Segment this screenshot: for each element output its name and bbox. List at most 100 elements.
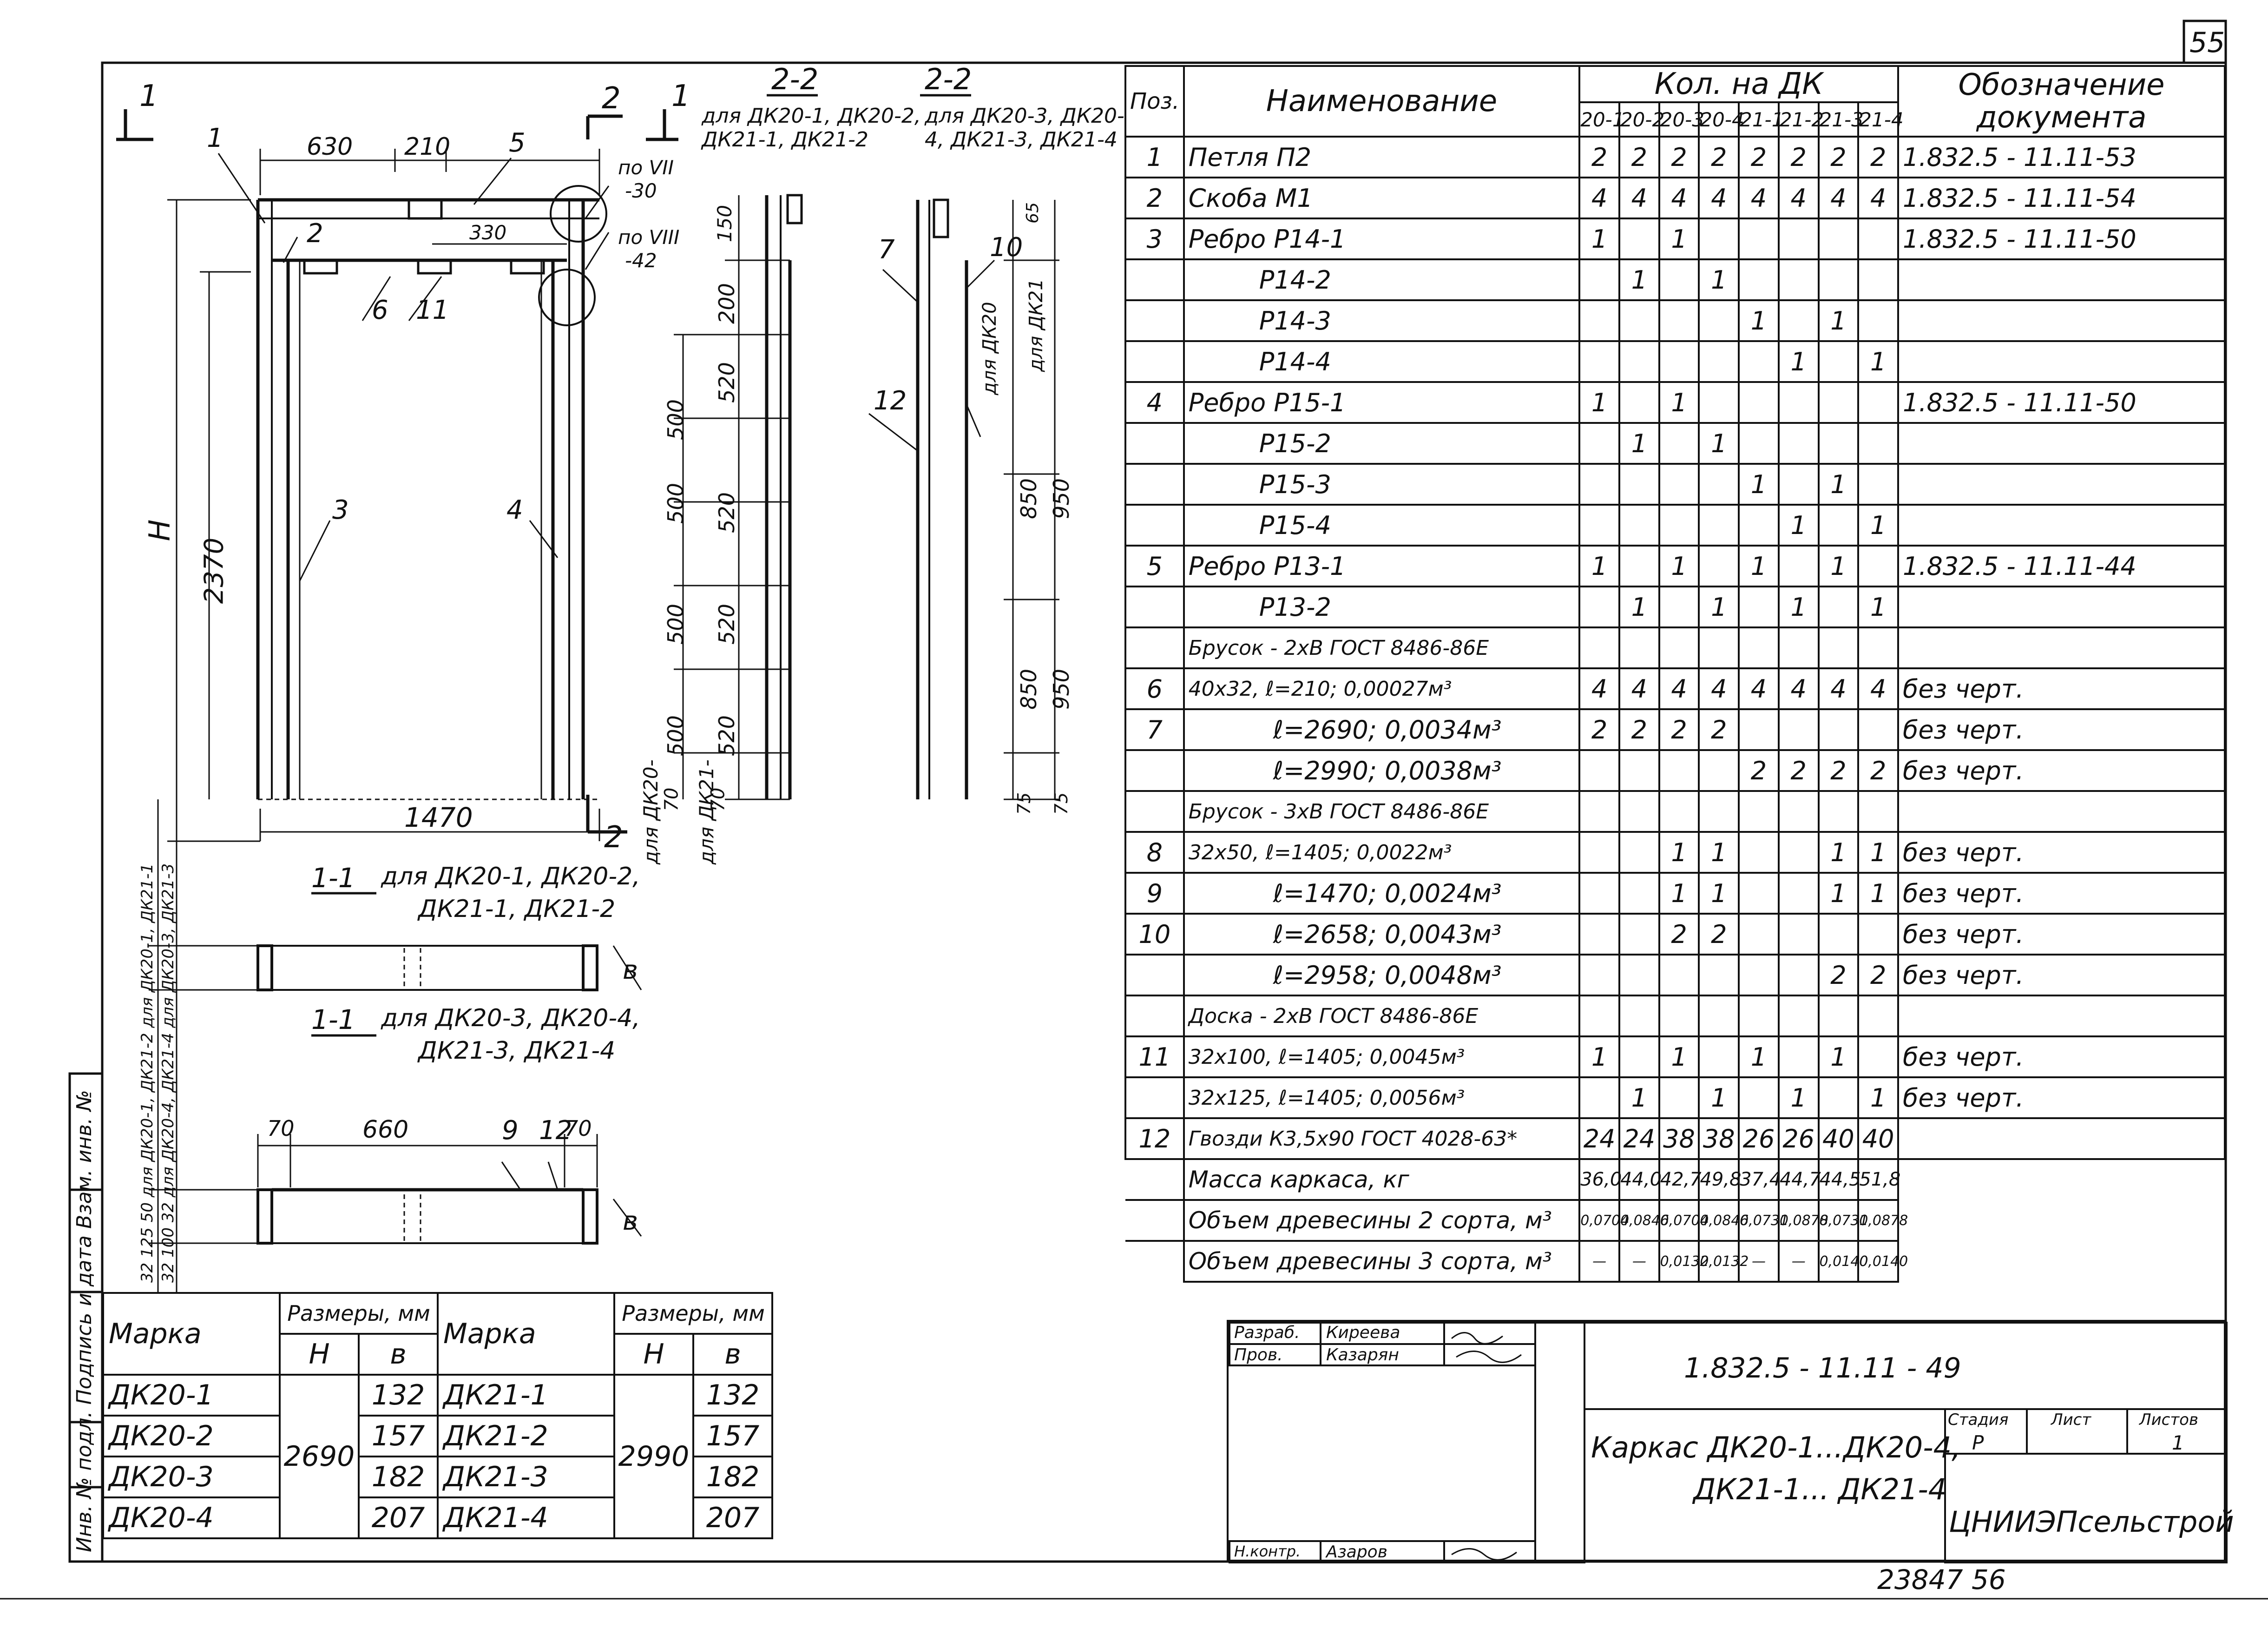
spec-qty: 4	[1857, 667, 1900, 710]
dim-630: 630	[307, 133, 353, 161]
spec-pos	[1124, 586, 1185, 628]
spec-total-value: 0,0878	[1857, 1199, 1908, 1242]
spec-qty	[1857, 995, 1900, 1037]
spec-qty	[1618, 872, 1660, 915]
callout-12-a: 12	[874, 386, 907, 416]
spec-name: Гвозди К3,5х90 ГОСТ 4028-63*	[1183, 1117, 1581, 1160]
tb-nkontr-name: Азаров	[1326, 1542, 1387, 1562]
section-1-1-a	[256, 944, 598, 991]
spec-name: Ребро Р14-1	[1183, 218, 1581, 260]
qty-col-header: 20-2	[1618, 101, 1664, 138]
mark-b-cell: 132	[358, 1374, 439, 1417]
tb-list-label: Лист	[2051, 1410, 2091, 1429]
spec-qty: 1	[1857, 831, 1900, 874]
spec-qty: 4	[1578, 177, 1620, 219]
spec-qty: 1	[1777, 586, 1820, 628]
spec-name: Брусок - 2хВ ГОСТ 8486-86Е	[1183, 626, 1581, 669]
spec-qty	[1698, 1035, 1740, 1078]
side-dims-2: 32 100 32 для ДК20-4, ДК21-4 для ДК20-3,…	[159, 863, 177, 1283]
callout-11: 11	[416, 295, 449, 325]
dim-520-3: 520	[714, 604, 739, 645]
spec-total-blank	[1898, 1241, 2225, 1282]
spec-qty: 4	[1817, 667, 1860, 710]
spec-qty	[1817, 340, 1860, 383]
tb-prov-label: Пров.	[1234, 1345, 1283, 1364]
spec-total-value: —	[1618, 1240, 1660, 1283]
spec-total-blank	[1898, 1200, 2225, 1241]
hdr-doc: Обозначение документа	[1897, 65, 2226, 138]
spec-pos	[1124, 995, 1185, 1037]
spec-qty	[1618, 954, 1660, 996]
spec-pos	[1124, 790, 1185, 833]
mark-cell: ДК20-1	[102, 1374, 281, 1417]
spec-qty: 2	[1658, 136, 1700, 178]
spec-qty: 24	[1578, 1117, 1620, 1160]
spec-qty: 4	[1658, 667, 1700, 710]
marks-hdr-H-r: Н	[613, 1333, 694, 1376]
section-2-2-b	[868, 198, 1059, 800]
spec-qty	[1658, 504, 1700, 547]
dim-65: 65	[1023, 202, 1042, 224]
spec-qty: 1	[1857, 1076, 1900, 1119]
spec-doc: 1.832.5 - 11.11-44	[1897, 545, 2226, 587]
callout-6: 6	[372, 295, 388, 325]
spec-name: Р15-4	[1183, 504, 1581, 547]
hdr-qty: Кол. на ДК	[1578, 65, 1900, 103]
spec-qty	[1658, 790, 1700, 833]
dim-2370: 2370	[199, 537, 230, 604]
dim-500-3: 500	[663, 604, 688, 645]
spec-qty: 1	[1618, 1076, 1660, 1119]
spec-qty: 2	[1698, 913, 1740, 956]
spec-total-blank	[1125, 1240, 1185, 1282]
qty-col-header: 20-3	[1658, 101, 1704, 138]
node-vii-ref: по VII	[618, 156, 674, 179]
spec-qty: 2	[1817, 749, 1860, 792]
marks-hdr-mark-l: Марка	[102, 1292, 281, 1376]
spec-row: Брусок - 2хВ ГОСТ 8486-86Е	[1124, 626, 2226, 669]
spec-qty: 2	[1777, 136, 1820, 178]
spec-pos: 2	[1124, 177, 1185, 219]
spec-qty	[1777, 1035, 1820, 1078]
spec-doc: без черт.	[1897, 954, 2226, 996]
spec-qty: 1	[1777, 1076, 1820, 1119]
callout-4: 4	[506, 495, 523, 525]
qty-col-header: 21-1	[1738, 101, 1784, 138]
spec-qty: 2	[1817, 954, 1860, 996]
spec-qty: 1	[1618, 422, 1660, 465]
spec-qty: 1	[1817, 1035, 1860, 1078]
qty-col-header: 21-4	[1857, 101, 1904, 138]
spec-name: Р14-4	[1183, 340, 1581, 383]
spec-qty: 2	[1658, 708, 1700, 751]
qty-col-header: 20-1	[1578, 101, 1625, 138]
spec-total-value: 51,8	[1857, 1158, 1900, 1201]
marks-hdr-H-l: Н	[279, 1333, 360, 1376]
spec-name: ℓ=1470; 0,0024м³	[1183, 872, 1581, 915]
spec-total-value: 0,0731	[1817, 1199, 1868, 1242]
spec-qty	[1777, 299, 1820, 342]
spec-qty	[1618, 299, 1660, 342]
spec-qty	[1857, 708, 1900, 751]
spec-qty: 1	[1578, 1035, 1620, 1078]
view-2-2-b-title: 2-2	[925, 62, 972, 96]
spec-qty	[1698, 995, 1740, 1037]
spec-name: Скоба М1	[1183, 177, 1581, 219]
spec-doc	[1897, 626, 2226, 669]
spec-qty	[1578, 422, 1620, 465]
callout-10: 10	[990, 232, 1023, 263]
spec-pos: 12	[1124, 1117, 1185, 1160]
spec-qty	[1658, 586, 1700, 628]
spec-qty	[1738, 831, 1780, 874]
mark-cell: ДК21-4	[437, 1496, 615, 1539]
lbl-dk21: для ДК21	[1026, 278, 1047, 372]
spec-pos	[1124, 463, 1185, 506]
spec-qty: 1	[1578, 381, 1620, 424]
spec-total-value: 0,0132	[1698, 1240, 1749, 1283]
spec-qty: 1	[1817, 872, 1860, 915]
tb-razrab-label: Разраб.	[1234, 1323, 1300, 1342]
